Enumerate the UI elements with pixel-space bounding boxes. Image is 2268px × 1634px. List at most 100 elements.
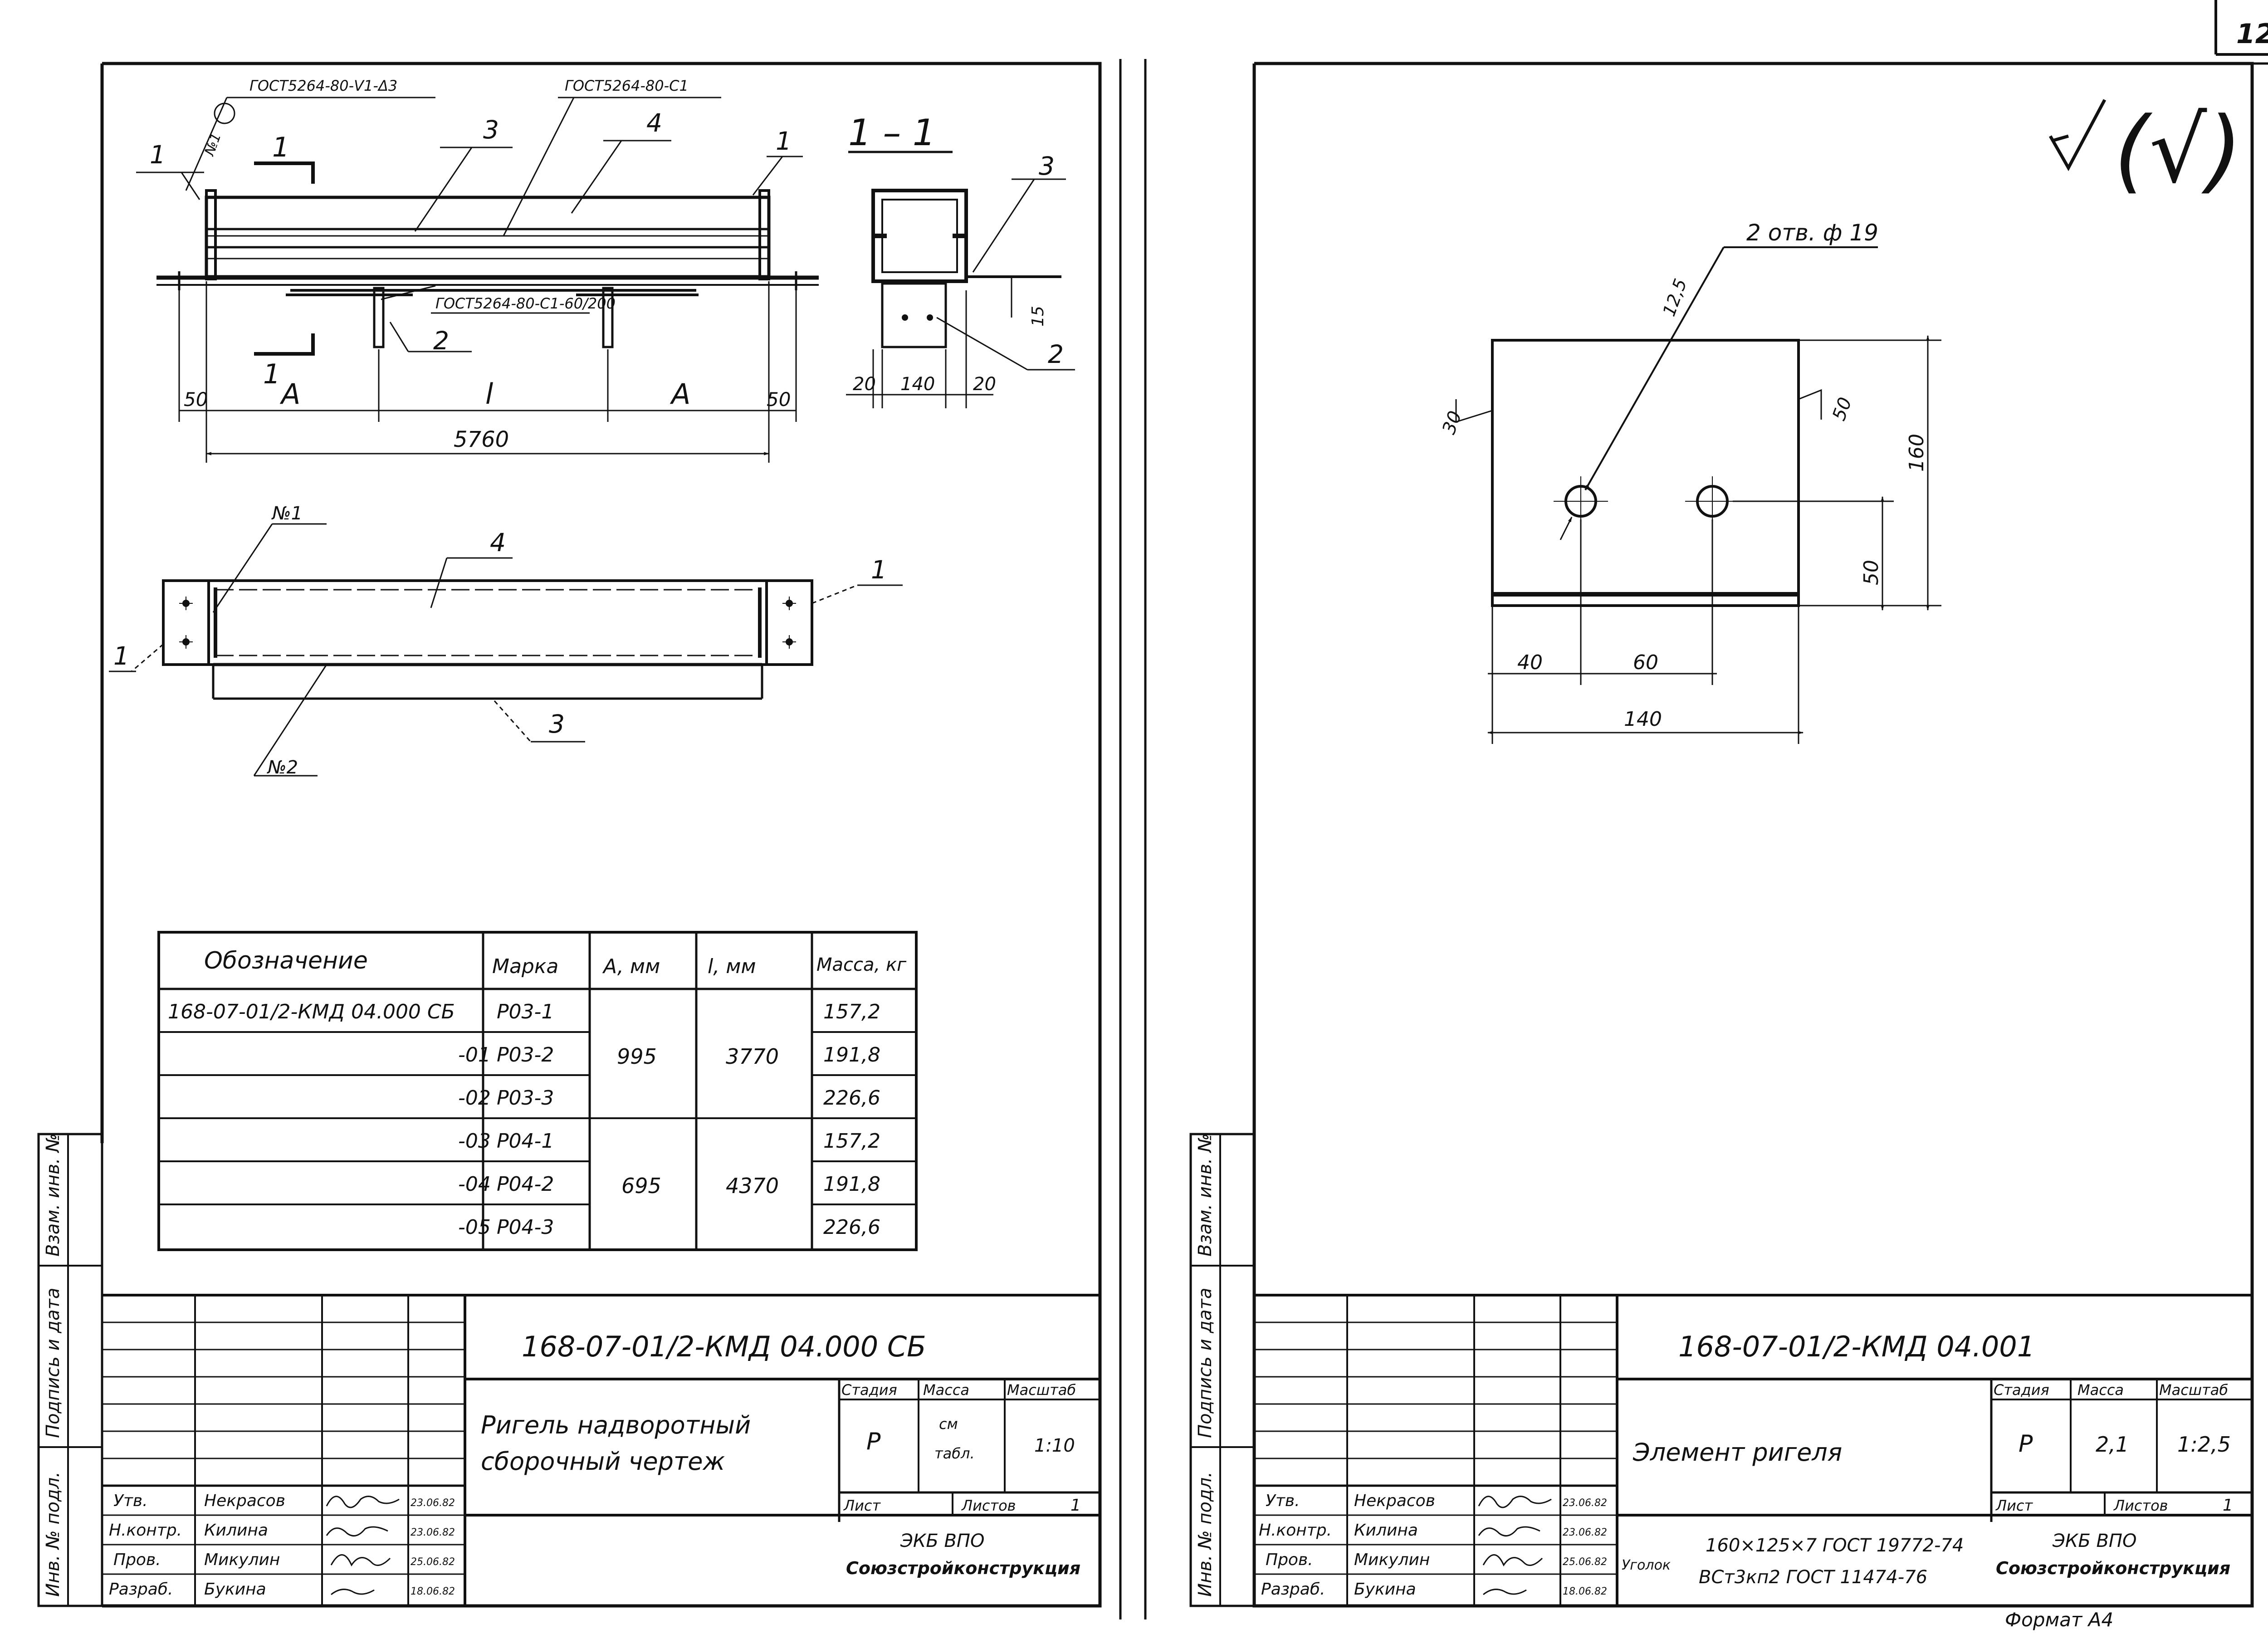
right-sheet-drawing-dim-140: 140 xyxy=(1624,708,1662,731)
left-sheet-title-block-side-labels-2: Взам. инв. № xyxy=(43,1133,64,1257)
element-plate: 2 отв. ф 19 12,5 30 50 160 50 40 60 xyxy=(1438,220,1941,744)
left-sheet-drawing-callout-3: 3 xyxy=(483,115,499,144)
page-number-box: 12 xyxy=(2214,0,2268,56)
right-sheet-title-block-people-0-name: Некрасов xyxy=(1354,1492,1435,1510)
left-sheet-table-group1-l: 3770 xyxy=(726,1044,779,1069)
left-sheet-title-block-people-2-date: 25.06.82 xyxy=(411,1556,455,1568)
left-sheet-title-block-people-0-date: 23.06.82 xyxy=(411,1497,455,1509)
left-sheet-drawing-callout-2: 2 xyxy=(433,326,449,355)
left-sheet-table-group1-a: 995 xyxy=(617,1044,657,1069)
left-sheet-drawing-dim-A: A xyxy=(670,377,690,411)
left-sheet-title-block-mass-line2: табл. xyxy=(934,1445,975,1462)
left-sheet-table-headers-2: A, мм xyxy=(602,955,660,978)
left-sheet-table-rows-5-mass: 226,6 xyxy=(823,1216,880,1239)
left-sheet-drawing-weld-bottom: ГОСТ5264-80-С1-60/200 xyxy=(435,295,616,312)
left-sheet-title-block-sheet-label: Лист xyxy=(843,1497,881,1514)
section-1-1: 1 – 1 3 2 20 140 20 15 xyxy=(846,112,1075,408)
roughness-mark: (√) xyxy=(2048,98,2243,203)
left-sheet-table-rows-3-mark: Р04-1 xyxy=(497,1130,554,1153)
right-sheet-title-block-sheets: 1 xyxy=(2223,1496,2233,1515)
right-sheet-drawing-dim-60: 60 xyxy=(1633,651,1658,674)
right-title-block: Утв. Некрасов 23.06.82 Н.контр. Килина 2… xyxy=(1254,1294,2252,1606)
left-sheet-table-rows-3-designation: -03 xyxy=(458,1130,491,1153)
right-sheet-title-block-org-line2: Союзстройконструкция xyxy=(1996,1558,2230,1578)
left-sheet-drawing-weld-mark-2: №2 xyxy=(267,757,298,778)
left-sheet-title-block-name-line2: сборочный чертеж xyxy=(481,1447,725,1476)
right-sheet-title-block-code: 168-07-01/2-КМД 04.001 xyxy=(1678,1330,2035,1363)
left-sheet-title-block-people-3-name: Букина xyxy=(204,1580,266,1599)
right-sheet-title-block-people-0-role: Утв. xyxy=(1266,1492,1300,1510)
right-sheet-title-block-stage: Р xyxy=(2019,1430,2033,1458)
left-sheet-table-rows-5-mark: Р04-3 xyxy=(497,1216,554,1239)
spec-table: Обозначение Марка A, мм l, мм Масса, кг … xyxy=(157,931,918,1251)
left-sheet-drawing-weld-top-right: ГОСТ5264-80-С1 xyxy=(565,77,689,94)
left-sheet-table-rows-4-mark: Р04-2 xyxy=(497,1173,554,1196)
left-sheet-drawing-weld-mark-1: №1 xyxy=(201,131,225,159)
right-sheet-title-block-people-3-role: Разраб. xyxy=(1261,1580,1325,1599)
right-sheet-drawing-dim-50: 50 xyxy=(1860,560,1883,585)
left-sheet-title-block-people-1-date: 23.06.82 xyxy=(411,1527,455,1538)
right-sheet-title-block-scale: 1:2,5 xyxy=(2177,1432,2231,1457)
left-sheet-table-rows-2-mass: 226,6 xyxy=(823,1086,880,1110)
left-sheet-drawing-callout-4: 4 xyxy=(490,528,506,557)
right-sheet: Инв. № подл. Подпись и дата Взам. инв. №… xyxy=(1189,62,2268,1631)
left-sheet-drawing-sec-dim-20: 20 xyxy=(973,374,996,395)
right-side-strip: Инв. № подл. Подпись и дата Взам. инв. № xyxy=(1189,1133,1256,1607)
left-sheet-table-headers-3: l, мм xyxy=(708,955,756,978)
left-sheet-title-block-code: 168-07-01/2-КМД 04.000 СБ xyxy=(522,1330,926,1363)
left-sheet-title-block-stage: Р xyxy=(866,1428,881,1455)
left-sheet-table-rows-1-mark: Р03-2 xyxy=(497,1043,554,1067)
right-sheet-drawing-holes-note: 2 отв. ф 19 xyxy=(1746,220,1878,246)
right-sheet-title-block-scale-label: Масштаб xyxy=(2159,1381,2228,1399)
right-sheet-title-block-material-prefix: Уголок xyxy=(1622,1557,1671,1573)
left-sheet-table-rows-4-mass: 191,8 xyxy=(823,1173,880,1196)
left-sheet-table-headers-1: Марка xyxy=(492,955,558,978)
right-sheet-drawing-dim-30: 30 xyxy=(1438,408,1466,437)
left-sheet-drawing-section-mark: 1 xyxy=(272,132,289,163)
left-sheet-table-rows-3-mass: 157,2 xyxy=(823,1130,880,1153)
left-sheet-table-rows-2-designation: -02 xyxy=(458,1086,491,1110)
left-sheet-drawing-dim-50: 50 xyxy=(767,388,791,411)
left-sheet-title-block-people-3-role: Разраб. xyxy=(109,1580,173,1599)
right-sheet-drawing-dim-40: 40 xyxy=(1517,651,1543,674)
right-sheet-title-block-stage-label: Стадия xyxy=(1994,1381,2049,1399)
left-sheet-drawing-callout-2: 2 xyxy=(1048,340,1064,369)
left-sheet-title-block-people-0-role: Утв. xyxy=(113,1492,148,1510)
left-sheet-title-block-people-2-name: Микулин xyxy=(204,1551,280,1569)
right-sheet-title-block-people-1-name: Килина xyxy=(1354,1521,1418,1540)
left-sheet-table-rows-4-designation: -04 xyxy=(458,1173,491,1196)
left-sheet-title-block-people-3-date: 18.06.82 xyxy=(411,1586,455,1597)
left-sheet-title-block-mass-line1: см xyxy=(939,1415,958,1433)
left-sheet-table-rows-0-mark: Р03-1 xyxy=(497,1000,554,1023)
left-sheet-title-block-people-1-role: Н.контр. xyxy=(109,1521,182,1540)
right-sheet-title-block-people-3-date: 18.06.82 xyxy=(1563,1586,1607,1597)
left-sheet-drawing-dim-total: 5760 xyxy=(454,427,509,452)
left-sheet-drawing-dim-A: A xyxy=(279,377,300,411)
left-sheet-title-block-scale: 1:10 xyxy=(1034,1435,1075,1456)
right-sheet-title-block-sheet-label: Лист xyxy=(1995,1497,2033,1514)
left-sheet-table-rows-1-mass: 191,8 xyxy=(823,1043,880,1067)
left-sheet-table-rows-0-mass: 157,2 xyxy=(823,1000,880,1023)
right-sheet-drawing-roughness-mark: (√) xyxy=(2114,98,2243,203)
right-sheet-title-block-org-line1: ЭКБ ВПО xyxy=(2052,1531,2137,1551)
right-sheet-title-block-people-0-date: 23.06.82 xyxy=(1563,1497,1607,1509)
format-label: Формат А4 xyxy=(2005,1609,2113,1631)
left-sheet-title-block-stage-label: Стадия xyxy=(841,1381,897,1399)
left-sheet-drawing-callout-1: 1 xyxy=(871,555,887,584)
right-sheet-title-block-people-2-name: Микулин xyxy=(1354,1551,1430,1569)
left-sheet-drawing-callout-1: 1 xyxy=(150,140,166,169)
left-sheet-drawing-weld-mark-1: №1 xyxy=(271,503,303,524)
beam-plan: №1 4 1 1 3 №2 xyxy=(109,503,903,778)
left-sheet-table-rows-1-designation: -01 xyxy=(458,1043,491,1067)
left-sheet-drawing-callout-4: 4 xyxy=(646,108,662,137)
left-sheet-table-group2-l: 4370 xyxy=(726,1174,779,1198)
beam-elevation: ГОСТ5264-80-V1-Δ3 ГОСТ5264-80-С1 ГОСТ526… xyxy=(136,77,819,463)
left-sheet-title-block-people-2-role: Пров. xyxy=(113,1551,161,1569)
left-sheet-title-block-people-0-name: Некрасов xyxy=(204,1492,285,1510)
left-sheet-drawing-sec-dim-15: 15 xyxy=(1029,306,1047,327)
left-sheet: Инв. № подл. Подпись и дата Взам. инв. № xyxy=(37,62,1102,1608)
left-sheet-title-block-org-line2: Союзстройконструкция xyxy=(846,1558,1080,1578)
right-sheet-title-block-people-1-date: 23.06.82 xyxy=(1563,1527,1607,1538)
left-sheet-title-block-side-labels-0: Инв. № подл. xyxy=(43,1472,64,1597)
